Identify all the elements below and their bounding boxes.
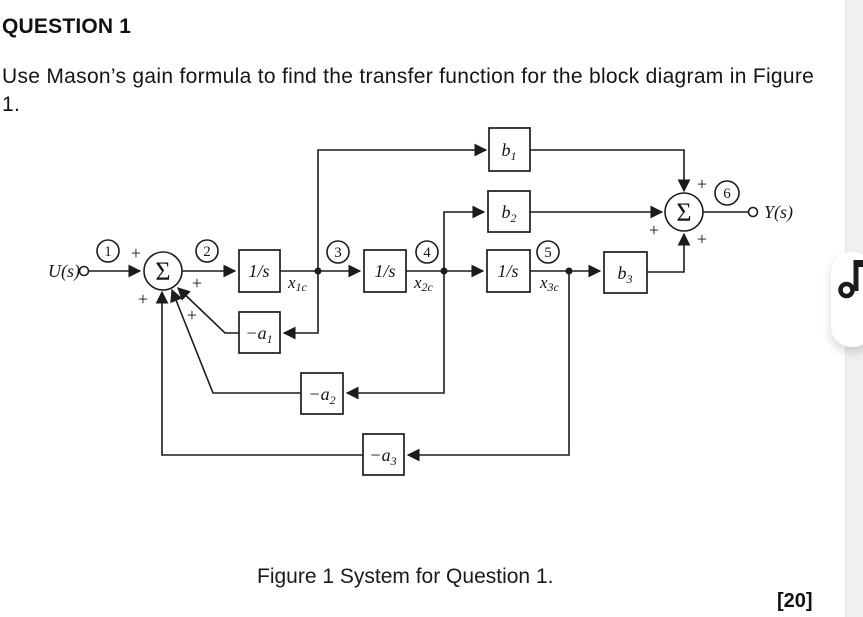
integrator1-label: 1/s	[248, 261, 269, 281]
takeoff-dot-x2c	[440, 267, 448, 275]
feedback-blocks: −a1 −a2 −a3	[238, 311, 405, 476]
state-labels: x1c x2c x3c	[287, 273, 560, 294]
plus-sign-b1-input: +	[697, 174, 707, 194]
floating-music-widget[interactable]	[831, 252, 863, 347]
input-signal-label: U(s)	[48, 261, 80, 282]
b2-label: b2	[502, 202, 517, 225]
a3-to-summer1-wire	[155, 290, 363, 456]
a1-to-summer1-wire	[177, 287, 239, 334]
a2-block	[300, 372, 344, 415]
summer2-symbol: Σ	[676, 198, 691, 227]
node6-number: 6	[723, 186, 731, 202]
output-terminal	[747, 206, 759, 218]
a1-label: −a1	[245, 323, 272, 346]
a2-to-summer1-wire	[170, 288, 301, 394]
plus-sign-b3-input: +	[697, 229, 707, 249]
node5-number: 5	[544, 245, 552, 261]
node3-number: 3	[334, 245, 342, 261]
feedback-wires	[155, 271, 570, 462]
b1-to-summer2-wire	[530, 149, 691, 193]
integrator2-label: 1/s	[374, 261, 395, 281]
music-note-beam	[853, 260, 863, 267]
a3-block	[362, 433, 405, 476]
integrator2-block	[363, 249, 407, 293]
music-note-stem	[853, 260, 859, 291]
question-text-line1: Use Mason’s gain formula to find the tra…	[2, 65, 815, 88]
question-text: Use Mason’s gain formula to find the tra…	[2, 63, 814, 119]
plus-sign-b2-input: +	[649, 220, 659, 240]
state-label-x1c: x1c	[287, 273, 308, 294]
feedforward-blocks: b1 b2 b3	[487, 127, 648, 294]
summing-junction-2: Σ	[664, 192, 704, 232]
node1-number: 1	[104, 244, 112, 260]
summer1-circle	[143, 251, 183, 291]
b3-to-summer2-wire	[647, 232, 691, 273]
node2-circle	[195, 239, 219, 263]
music-note-head	[838, 281, 855, 299]
summer1-symbol: Σ	[155, 257, 170, 286]
question-heading: QUESTION 1	[2, 15, 132, 38]
node3-to-b1-wire	[317, 143, 488, 271]
b1-block	[488, 127, 531, 172]
question-text-line2: 1.	[2, 93, 21, 116]
node4-circle	[415, 240, 439, 264]
plus-sign-a1-input: +	[187, 305, 197, 325]
b1-label: b1	[502, 140, 517, 163]
output-signal-label: Y(s)	[764, 202, 793, 223]
marks-badge: [20]	[777, 590, 813, 612]
state-label-x2c: x2c	[413, 273, 434, 294]
integrator3-block	[486, 249, 531, 293]
node4-to-a2-wire	[345, 271, 445, 400]
node5-circle	[536, 240, 560, 264]
state-label-x3c: x3c	[539, 273, 560, 294]
takeoff-dot-x1c	[314, 267, 322, 275]
plus-sign-summer1-output-side: +	[192, 273, 202, 293]
plus-sign-a3-input: +	[138, 289, 148, 309]
figure-caption: Figure 1 System for Question 1.	[257, 565, 554, 588]
signal-nodes: 1 2 3 4 5 6	[96, 180, 740, 264]
node5-to-a3-wire	[406, 271, 570, 462]
a1-block	[238, 311, 281, 354]
b3-label: b3	[618, 263, 633, 286]
a3-label: −a3	[369, 445, 396, 468]
node3-to-a1-wire	[282, 271, 319, 340]
node4-number: 4	[423, 245, 431, 261]
summing-signs: + + + + + + +	[131, 174, 707, 325]
node3-circle	[326, 240, 350, 264]
node2-number: 2	[203, 244, 211, 260]
b2-block	[487, 190, 531, 233]
takeoff-dot-x3c	[565, 267, 573, 275]
summer2-circle	[664, 192, 704, 232]
summing-junction-1: Σ	[143, 251, 183, 291]
integrator-blocks: 1/s 1/s 1/s	[238, 249, 531, 293]
music-note-icon	[838, 260, 863, 299]
integrator1-block	[238, 249, 281, 293]
node1-circle	[96, 239, 120, 263]
a2-label: −a2	[308, 384, 335, 407]
node4-to-b2-wire	[443, 205, 486, 271]
b3-block	[603, 251, 648, 294]
integrator3-label: 1/s	[497, 261, 518, 281]
node6-circle	[714, 180, 740, 206]
input-terminal	[78, 265, 90, 277]
feedforward-wires	[317, 143, 691, 271]
plus-sign-input: +	[131, 243, 141, 263]
